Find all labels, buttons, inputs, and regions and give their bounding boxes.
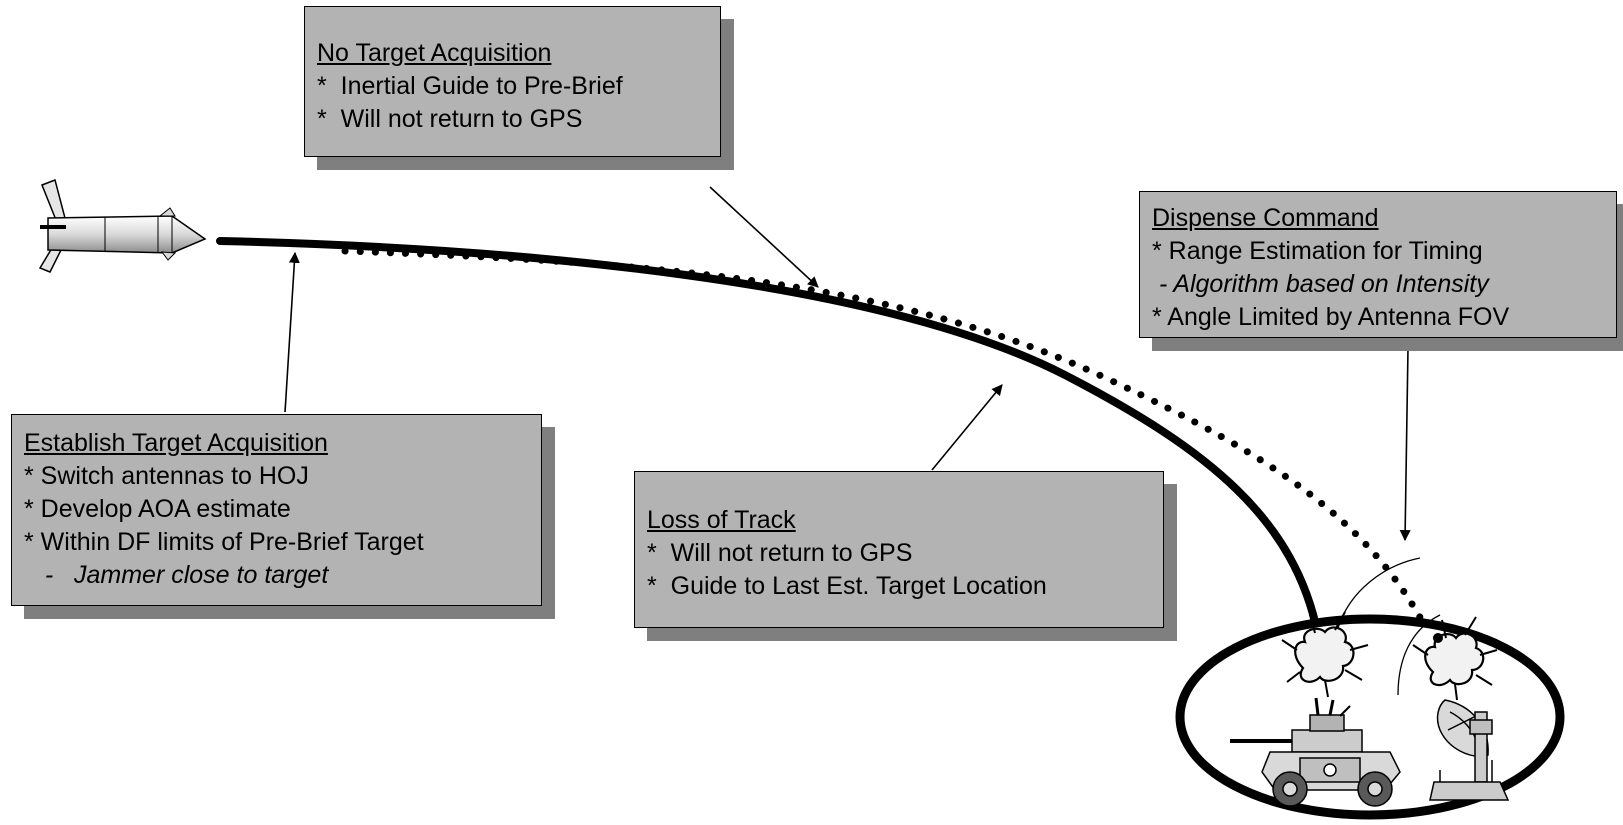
box-line: - Jammer close to target	[24, 561, 329, 589]
establish-target-acquisition-box: Establish Target Acquisition * Switch an…	[11, 414, 542, 606]
dispense-arrow	[1399, 347, 1411, 542]
box-line: * Will not return to GPS	[317, 105, 583, 133]
box-title: Loss of Track	[647, 506, 796, 534]
box-title: Dispense Command	[1152, 204, 1379, 232]
box-title: Establish Target Acquisition	[24, 429, 328, 457]
no-target-arrow	[709, 186, 819, 288]
missile-icon	[38, 178, 207, 273]
explosion-icon	[1412, 616, 1498, 701]
target-area	[1175, 557, 1565, 820]
box-line: * Range Estimation for Timing	[1152, 237, 1483, 265]
box-line: * Guide to Last Est. Target Location	[647, 572, 1047, 600]
radar-dish-icon	[1429, 699, 1510, 801]
box-line: * Switch antennas to HOJ	[24, 462, 309, 490]
box-line: * Will not return to GPS	[647, 539, 913, 567]
dispense-command-box: Dispense Command * Range Estimation for …	[1139, 191, 1617, 338]
loss-arrow	[931, 384, 1003, 471]
explosion-icon	[1281, 611, 1369, 698]
loss-of-track-box: Loss of Track * Will not return to GPS *…	[634, 471, 1164, 628]
box-line: * Develop AOA estimate	[24, 495, 291, 523]
box-title: No Target Acquisition	[317, 39, 552, 67]
box-line: * Angle Limited by Antenna FOV	[1152, 303, 1510, 331]
establish-arrow	[284, 251, 300, 413]
armored-vehicle-icon	[1230, 697, 1401, 807]
no-target-acquisition-box: No Target Acquisition * Inertial Guide t…	[304, 6, 721, 157]
solid-trajectory	[216, 237, 1322, 639]
dotted-trajectory	[341, 247, 1432, 636]
box-line: - Algorithm based on Intensity	[1152, 270, 1489, 298]
box-line: * Inertial Guide to Pre-Brief	[317, 72, 623, 100]
box-line: * Within DF limits of Pre-Brief Target	[24, 528, 424, 556]
